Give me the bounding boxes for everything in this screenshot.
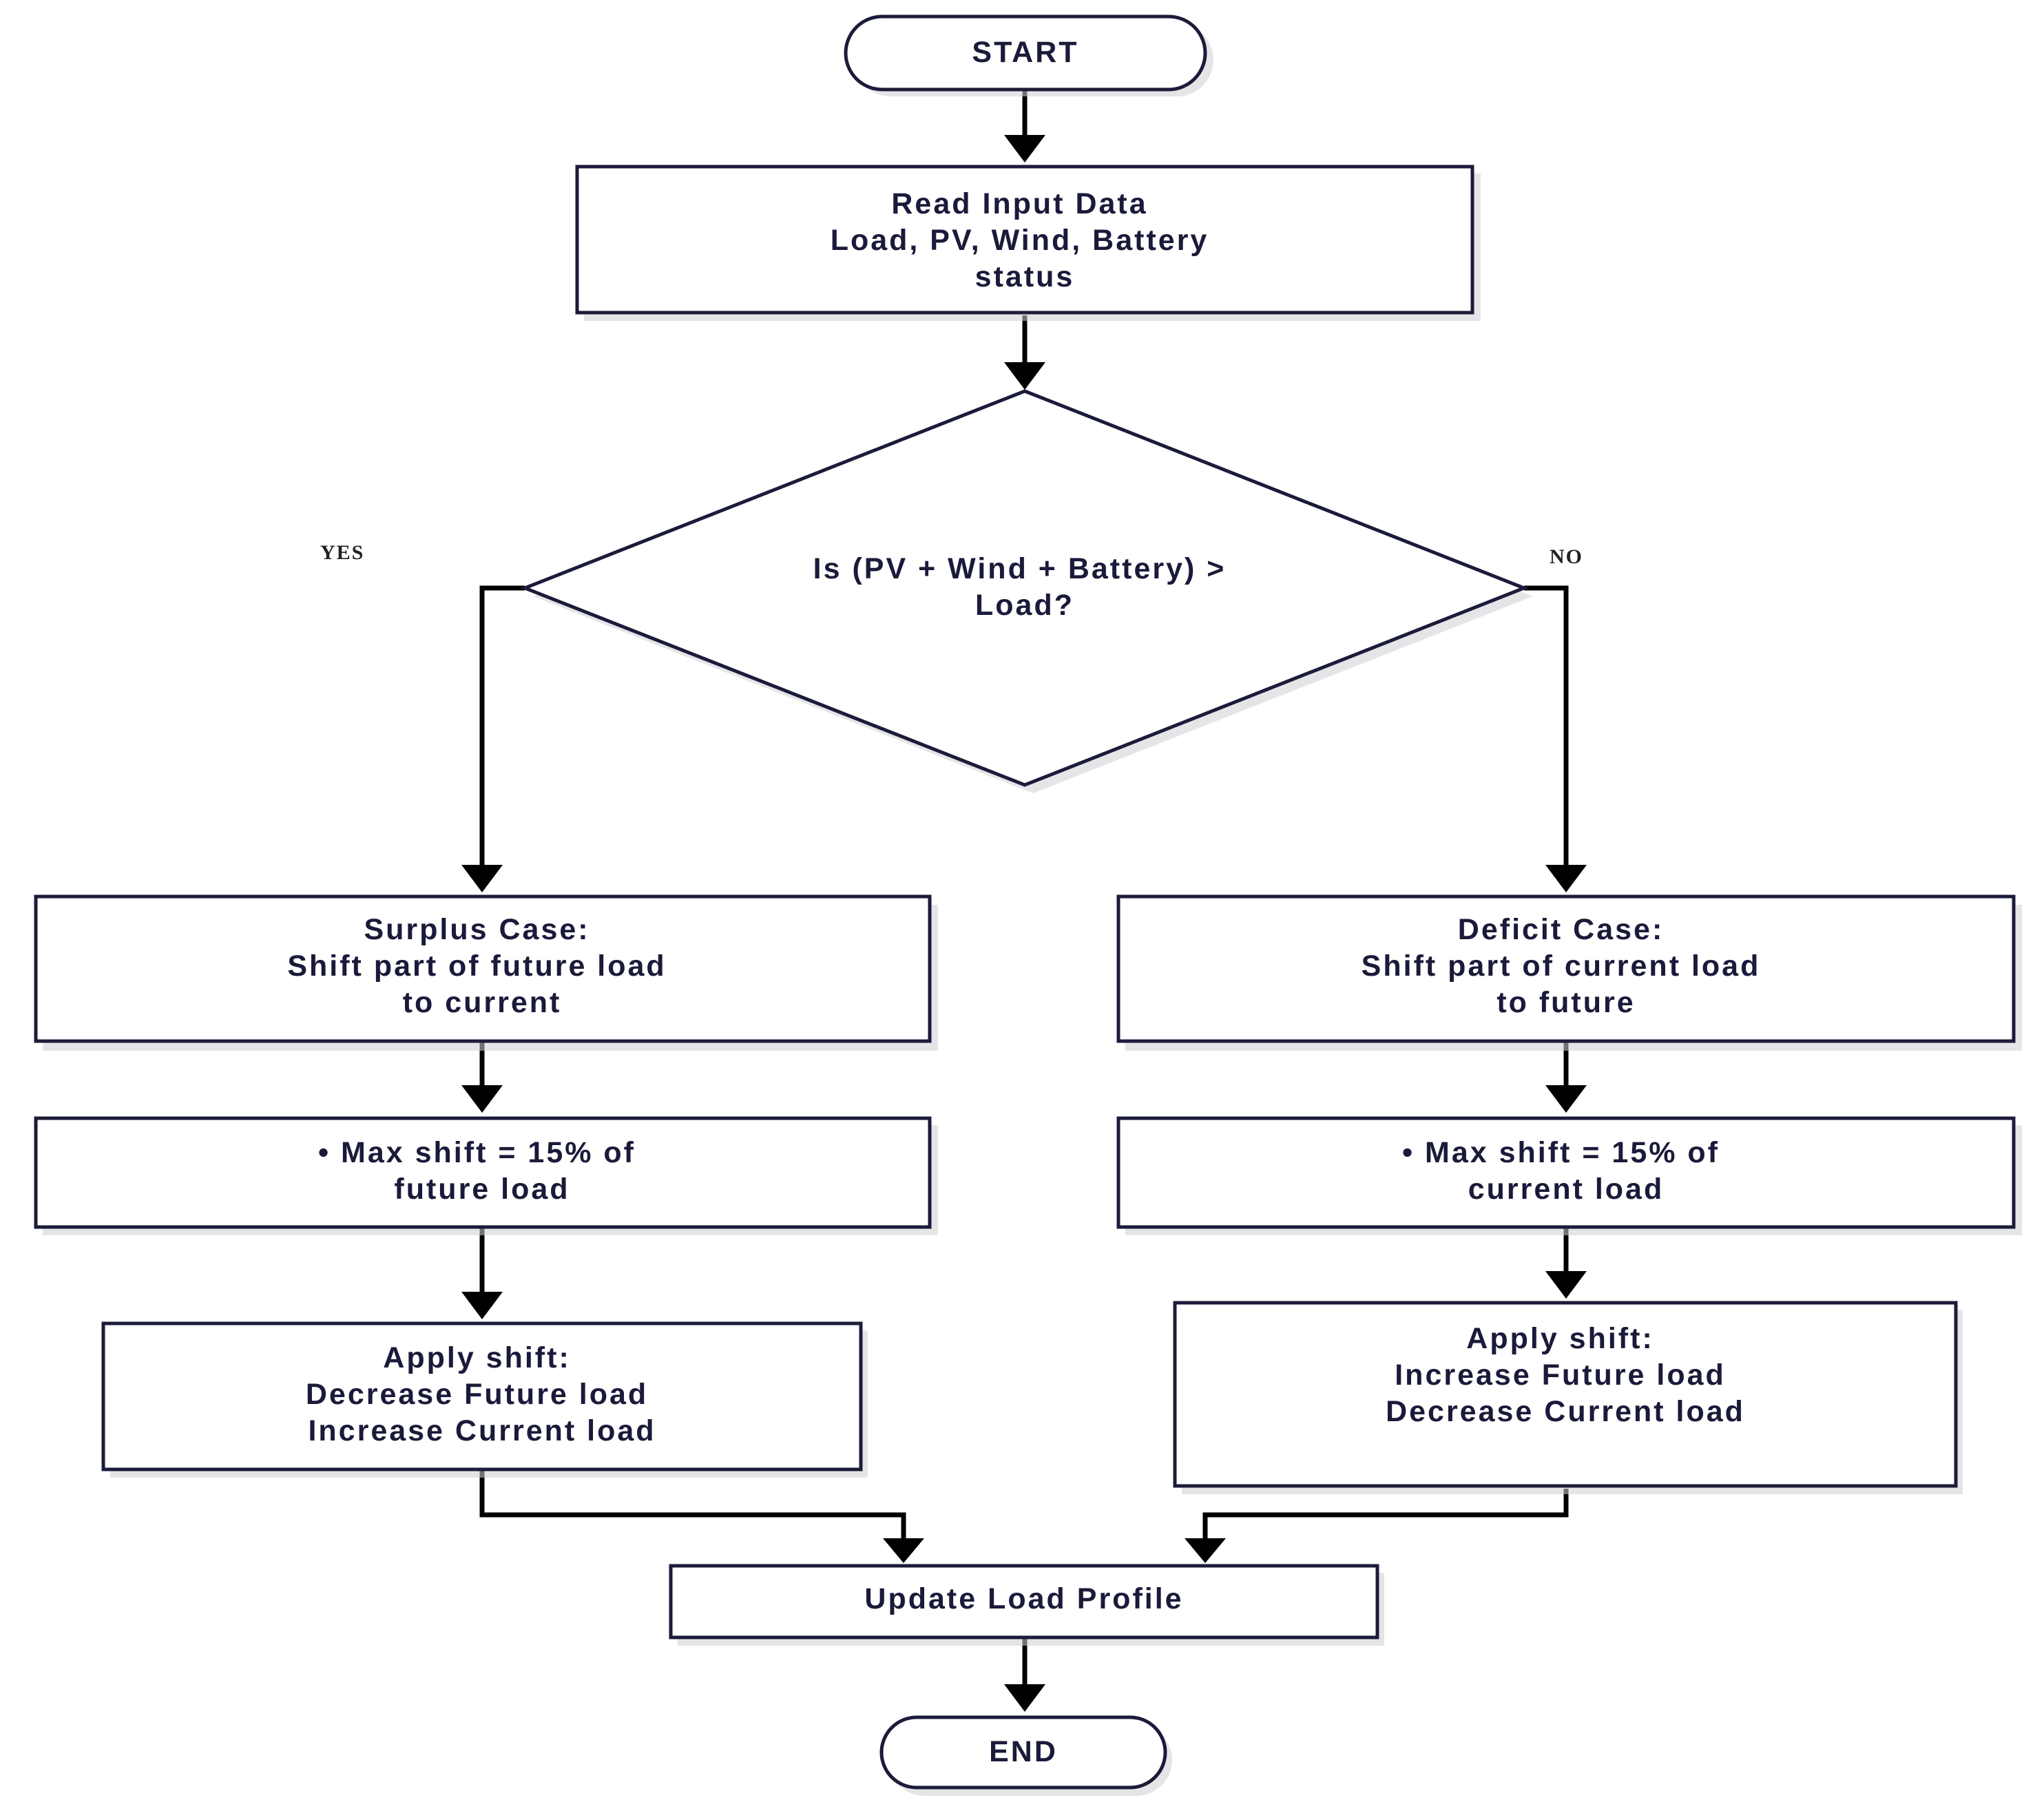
read-input-shape xyxy=(575,165,1474,315)
deficit-case-label: Deficit Case: Shift part of current load… xyxy=(1362,913,1771,1019)
surplus-case-label: Surplus Case: Shift part of future load … xyxy=(287,913,676,1019)
arrowhead xyxy=(1004,362,1045,390)
max-shift-right-label: • Max shift = 15% of current load xyxy=(1402,1136,1730,1206)
deficit-case-shape xyxy=(1116,894,2016,1043)
arrowhead xyxy=(461,1292,503,1319)
decision-diamond: Is (PV + Wind + Battery) > Load? xyxy=(520,389,1533,793)
start-shape xyxy=(844,14,1207,92)
read-input-label: Read Input Data Load, PV, Wind, Battery … xyxy=(831,187,1220,293)
arrowhead xyxy=(461,1085,503,1113)
update-load-profile-box: Update Load Profile xyxy=(669,1564,1384,1646)
arrowhead xyxy=(1185,1538,1226,1563)
edge-apply-right-to-update xyxy=(1202,1489,1569,1540)
edge-apply-left-to-update xyxy=(479,1471,906,1540)
arrowhead xyxy=(883,1538,924,1563)
apply-shift-left-label: Apply shift: Decrease Future load Increa… xyxy=(306,1341,658,1447)
arrowhead xyxy=(1545,1271,1587,1299)
apply-shift-right-box: Apply shift: Increase Future load Decrea… xyxy=(1173,1301,1963,1494)
max-shift-left-box: • Max shift = 15% of future load xyxy=(34,1116,938,1235)
no-label: NO xyxy=(1550,545,1583,568)
max-shift-left-shape xyxy=(34,1116,932,1229)
arrowhead xyxy=(1545,865,1587,892)
apply-shift-right-shape xyxy=(1173,1301,1958,1488)
max-shift-left-label: • Max shift = 15% of future load xyxy=(318,1136,646,1206)
end-terminal: END xyxy=(879,1715,1172,1796)
yes-label: YES xyxy=(320,541,364,564)
arrowhead xyxy=(461,865,503,892)
arrowhead xyxy=(1004,1684,1045,1712)
apply-shift-left-box: Apply shift: Decrease Future load Increa… xyxy=(101,1321,868,1478)
edge-no-to-deficit xyxy=(1524,585,1569,868)
start-terminal: START xyxy=(844,14,1213,96)
end-shape xyxy=(879,1715,1167,1790)
max-shift-right-shape xyxy=(1116,1116,2016,1229)
deficit-case-box: Deficit Case: Shift part of current load… xyxy=(1116,894,2022,1051)
decision-shape xyxy=(520,389,1529,787)
arrowhead xyxy=(1545,1085,1587,1113)
update-load-profile-label: Update Load Profile xyxy=(864,1582,1183,1615)
edge-yes-to-surplus xyxy=(479,585,525,868)
update-load-profile-shape xyxy=(669,1564,1379,1639)
surplus-case-box: Surplus Case: Shift part of future load … xyxy=(34,894,938,1051)
read-input-box: Read Input Data Load, PV, Wind, Battery … xyxy=(575,165,1481,321)
max-shift-right-box: • Max shift = 15% of current load xyxy=(1116,1116,2022,1235)
apply-shift-left-shape xyxy=(101,1321,863,1471)
arrowhead xyxy=(1004,135,1045,163)
end-label: END xyxy=(989,1735,1058,1768)
surplus-case-shape xyxy=(34,894,932,1043)
apply-shift-right-label: Apply shift: Increase Future load Decrea… xyxy=(1386,1322,1745,1428)
nodes: START Read Input Data Load, PV, Wind, Ba… xyxy=(34,14,2022,1796)
start-label: START xyxy=(972,36,1078,69)
connectors xyxy=(461,91,1587,1712)
decision-label: Is (PV + Wind + Battery) > Load? xyxy=(813,552,1237,622)
